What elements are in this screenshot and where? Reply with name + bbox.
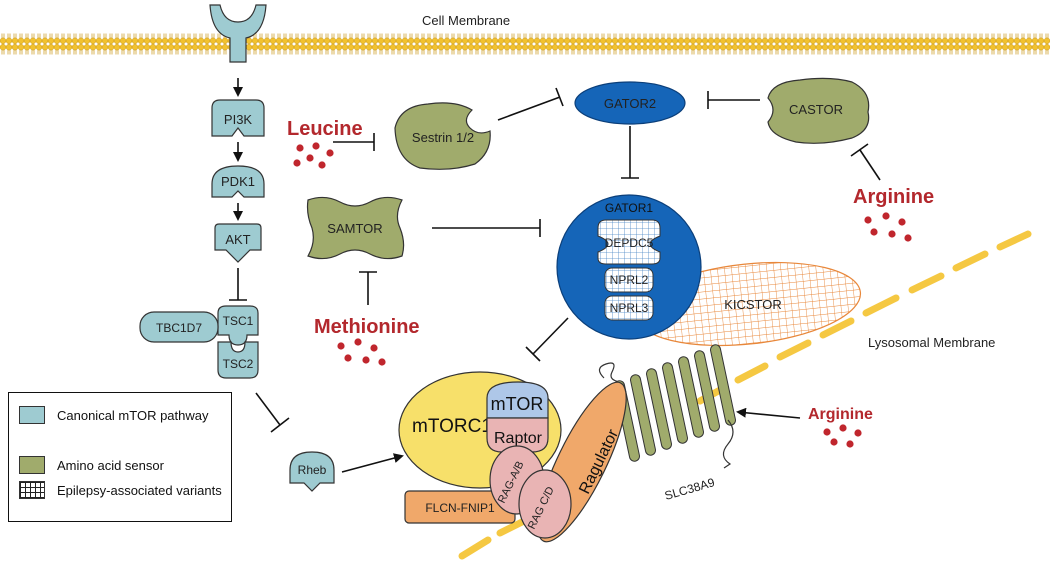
arginine-top-molecules <box>864 212 912 242</box>
nprl2-node <box>604 267 654 293</box>
nprl3-label: NPRL3 <box>610 301 649 315</box>
cell-membrane <box>0 33 1050 55</box>
legend-label-epilepsy: Epilepsy-associated variants <box>57 482 222 498</box>
arginine-bottom-molecules <box>823 424 862 448</box>
castor-label: CASTOR <box>789 102 843 117</box>
gator1-node <box>556 194 702 340</box>
pdk1-label: PDK1 <box>221 174 255 189</box>
depdc5-label: DEPDC5 <box>605 236 654 250</box>
legend-label-amino: Amino acid sensor <box>57 457 164 473</box>
flcn-fnip1-label: FLCN-FNIP1 <box>425 501 495 515</box>
tsc1-node <box>217 305 259 346</box>
pi3k-node <box>211 99 265 137</box>
leucine-label: Leucine <box>287 118 363 140</box>
castor-node <box>767 77 870 144</box>
samtor-inhibits-gator1 <box>432 219 541 237</box>
tbc1d7-node <box>139 311 219 343</box>
gator2-label: GATOR2 <box>604 96 656 111</box>
rheb-node <box>289 451 335 492</box>
nprl2-label: NPRL2 <box>610 273 649 287</box>
gator2-node <box>574 81 686 125</box>
legend-item-amino: Amino acid sensor <box>19 456 164 474</box>
legend-item-epilepsy: Epilepsy-associated variants <box>19 481 222 499</box>
slc38a9-label: SLC38A9 <box>663 475 717 503</box>
legend-swatch-amino <box>19 456 45 474</box>
mtorc1-label: mTORC1 <box>412 416 492 437</box>
sestrin-node <box>394 102 491 170</box>
pi3k-label: PI3K <box>224 112 253 127</box>
samtor-label: SAMTOR <box>327 221 382 236</box>
kicstor-label: KICSTOR <box>724 297 782 312</box>
tbc1d7-label: TBC1D7 <box>156 321 202 335</box>
legend-label-canonical: Canonical mTOR pathway <box>57 407 209 423</box>
arginine-bottom-label: Arginine <box>808 406 873 423</box>
tsc-complex: TSC1 TSC2 <box>217 305 259 379</box>
legend-item-canonical: Canonical mTOR pathway <box>19 406 209 424</box>
cell-membrane-label: Cell Membrane <box>422 13 510 28</box>
tsc-inhibits-rheb <box>255 392 290 433</box>
pdk1-node <box>211 165 265 198</box>
arginine-top-label: Arginine <box>853 186 934 208</box>
rag-cd-node <box>518 469 572 539</box>
arginine-to-slc38a9-arrow <box>736 407 801 419</box>
samtor-node <box>306 196 405 260</box>
rheb-label: Rheb <box>298 463 327 477</box>
tsc1-label: TSC1 <box>223 314 254 328</box>
arginine-inhibits-castor <box>850 143 881 181</box>
methionine-molecules <box>337 338 386 366</box>
rheb-activates-arrow <box>341 453 404 473</box>
akt-node <box>214 223 262 263</box>
depdc5-node <box>597 219 661 265</box>
castor-inhibits-gator2 <box>707 91 760 109</box>
legend-swatch-canonical <box>19 406 45 424</box>
legend-swatch-epilepsy <box>19 481 45 499</box>
sestrin-inhibits-gator2 <box>497 87 564 121</box>
leucine-inhibits-sestrin <box>333 133 375 151</box>
methionine-inhibits-samtor <box>359 271 377 305</box>
tsc2-node <box>217 341 259 379</box>
akt-label: AKT <box>225 232 250 247</box>
mtor-label: mTOR <box>491 394 544 414</box>
legend: Canonical mTOR pathway Amino acid sensor… <box>8 392 232 522</box>
receptor-icon <box>209 4 267 63</box>
nprl3-node <box>604 295 654 321</box>
gator2-inhibits-gator1 <box>621 126 639 179</box>
gator1-inhibits-mtorc1 <box>525 317 569 362</box>
canonical-arrows <box>229 78 247 301</box>
sestrin-label: Sestrin 1/2 <box>412 130 474 145</box>
raptor-label: Raptor <box>494 430 543 447</box>
gator1-label: GATOR1 <box>605 201 654 215</box>
mtor-node <box>486 381 549 419</box>
methionine-label: Methionine <box>314 316 420 338</box>
lysosomal-membrane-label: Lysosomal Membrane <box>868 335 995 350</box>
tsc2-label: TSC2 <box>223 357 254 371</box>
leucine-molecules <box>293 142 334 169</box>
